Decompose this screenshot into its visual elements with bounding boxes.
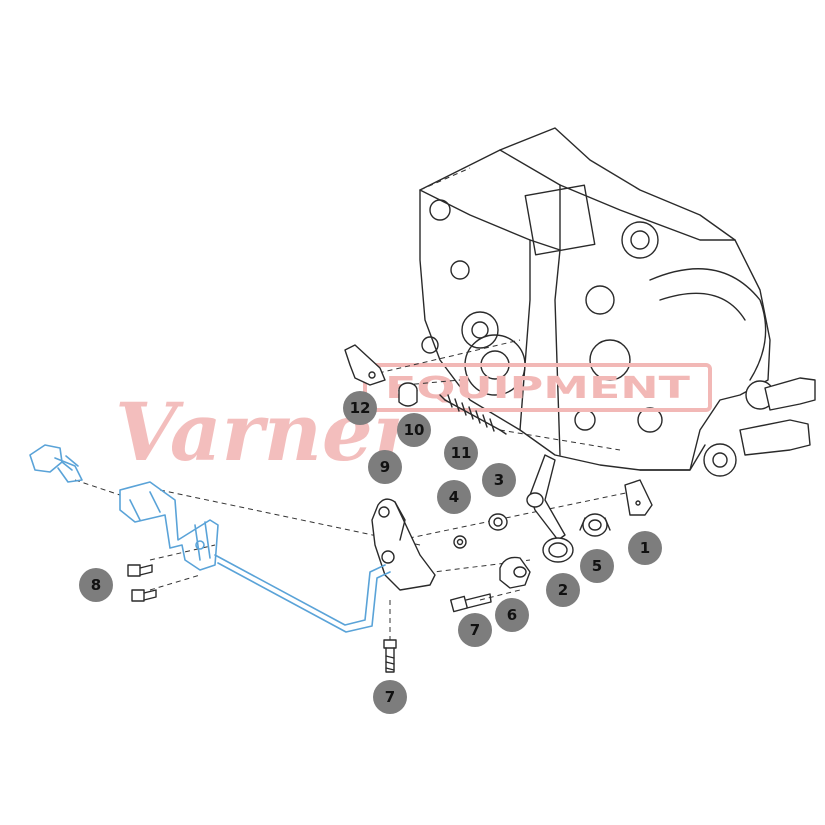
callout-9: 9	[368, 450, 402, 484]
svg-text:5: 5	[592, 557, 602, 575]
part-2-arm	[526, 454, 574, 563]
callout-7-horizontal-bolt: 7	[458, 613, 492, 647]
callout-5: 5	[580, 549, 614, 583]
part-12-bracket	[344, 344, 386, 386]
svg-text:6: 6	[507, 606, 517, 624]
callout-3: 3	[482, 463, 516, 497]
callout-7-vertical-bolt: 7	[373, 680, 407, 714]
part-4-washer	[453, 535, 467, 549]
callout-4: 4	[437, 480, 471, 514]
svg-text:10: 10	[404, 421, 425, 439]
svg-text:12: 12	[350, 399, 371, 417]
svg-text:1: 1	[640, 539, 650, 557]
watermark-boxed-text: EQUIPMENT	[385, 371, 691, 406]
part-8-bolts	[127, 564, 157, 602]
callout-11: 11	[444, 436, 478, 470]
part-1-plate	[624, 479, 653, 516]
callout-12: 12	[343, 391, 377, 425]
callout-2: 2	[546, 573, 580, 607]
callout-8: 8	[79, 568, 113, 602]
callout-10: 10	[397, 413, 431, 447]
svg-text:8: 8	[91, 576, 101, 594]
part-7-bolt-vertical	[383, 639, 397, 673]
highlighted-linkage-assembly	[29, 444, 391, 633]
svg-text:3: 3	[494, 471, 504, 489]
part-5-collar	[579, 513, 611, 537]
part-7-bolt-horizontal	[449, 593, 492, 613]
transmission-housing	[419, 127, 816, 477]
part-11-spring	[439, 394, 507, 435]
svg-text:4: 4	[449, 488, 459, 506]
callout-1: 1	[628, 531, 662, 565]
part-10-bushing	[398, 382, 418, 407]
svg-text:9: 9	[380, 458, 390, 476]
svg-text:2: 2	[558, 581, 568, 599]
part-3-seal	[488, 513, 508, 531]
callout-6: 6	[495, 598, 529, 632]
svg-text:7: 7	[385, 688, 395, 706]
part-6-cam	[499, 556, 531, 589]
svg-text:11: 11	[451, 444, 472, 462]
svg-text:7: 7	[470, 621, 480, 639]
